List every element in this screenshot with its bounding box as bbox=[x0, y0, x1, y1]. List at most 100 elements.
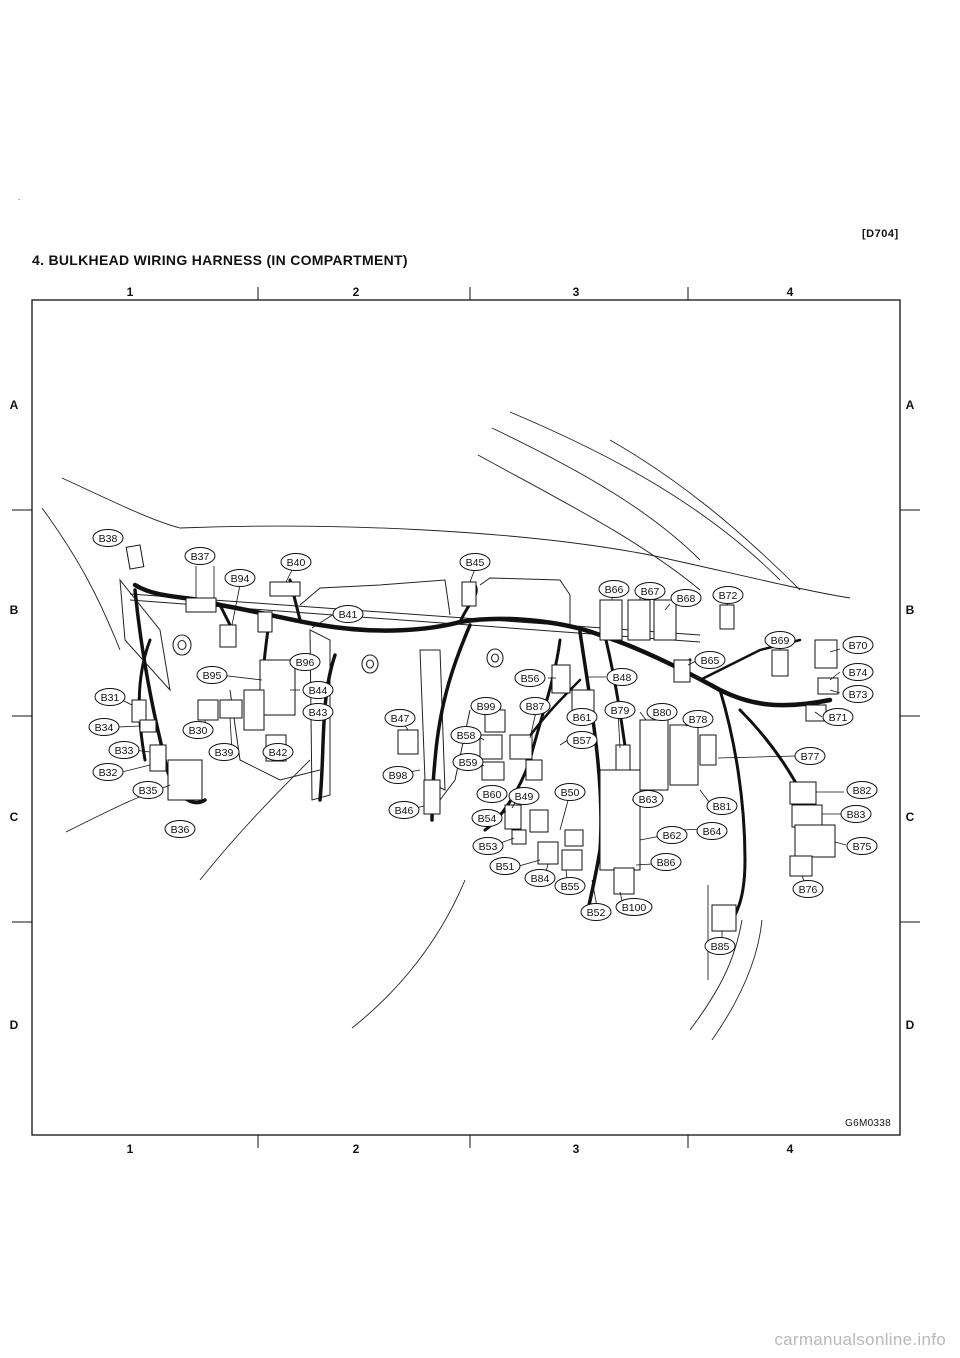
connector-tag-oval bbox=[184, 547, 216, 565]
connector-tag-oval bbox=[476, 785, 508, 803]
connector-tag-oval bbox=[580, 903, 612, 921]
connector-bodies bbox=[125, 544, 839, 932]
connector-tag-oval bbox=[712, 586, 744, 604]
connector-tag-b99: B99 bbox=[470, 697, 502, 715]
connector-tag-label: B57 bbox=[573, 735, 592, 747]
connector-tag-b43: B43 bbox=[302, 703, 334, 721]
grid-col-top-1: 1 bbox=[126, 285, 134, 299]
connector-tag-label: B33 bbox=[115, 745, 134, 757]
connector-tag-label: B35 bbox=[139, 785, 158, 797]
connector-tag-b63: B63 bbox=[632, 790, 664, 808]
connector-tag-label: B79 bbox=[611, 705, 630, 717]
connector-tag-oval bbox=[646, 703, 678, 721]
connector-tag-b46: B46 bbox=[388, 801, 420, 819]
grid-col-bottom-3: 3 bbox=[572, 1142, 580, 1156]
connector-tag-b69: B69 bbox=[764, 631, 796, 649]
connector-tag-b80: B80 bbox=[646, 703, 678, 721]
connector-tag-b73: B73 bbox=[842, 685, 874, 703]
connector-tag-label: B39 bbox=[215, 747, 234, 759]
connector-tag-label: B45 bbox=[466, 557, 485, 569]
grid-col-bottom-4: 4 bbox=[786, 1142, 794, 1156]
connector-tag-label: B81 bbox=[713, 801, 732, 813]
connector-tag-label: B54 bbox=[478, 813, 497, 825]
connector-tag-b54: B54 bbox=[471, 809, 503, 827]
connector-tag-oval bbox=[289, 653, 321, 671]
connector-tag-b96: B96 bbox=[289, 653, 321, 671]
connector-tag-oval bbox=[598, 580, 630, 598]
connector-tag-oval bbox=[554, 877, 586, 895]
connector-tag-label: B56 bbox=[521, 673, 540, 685]
connector-tag-label: B78 bbox=[689, 714, 708, 726]
connector-tag-label: B99 bbox=[477, 701, 496, 713]
grommets bbox=[172, 634, 504, 674]
connector-tag-b34: B34 bbox=[88, 718, 120, 736]
connector-tag-b37: B37 bbox=[184, 547, 216, 565]
connector-tag-oval bbox=[164, 820, 196, 838]
connector-tag-b82: B82 bbox=[846, 781, 878, 799]
connector-tag-label: B80 bbox=[653, 707, 672, 719]
connector-tag-label: B86 bbox=[657, 857, 676, 869]
connector-tag-oval bbox=[196, 666, 228, 684]
connector-tag-label: B32 bbox=[99, 767, 118, 779]
connector-tag-b58: B58 bbox=[450, 726, 482, 744]
connector-tag-oval bbox=[332, 605, 364, 623]
connector-tag-b79: B79 bbox=[604, 701, 636, 719]
grid-row-right-d: D bbox=[905, 1018, 915, 1032]
connector-tag-b35: B35 bbox=[132, 781, 164, 799]
connector-tag-label: B68 bbox=[677, 593, 696, 605]
connector-tag-b81: B81 bbox=[706, 797, 738, 815]
connector-tag-b36: B36 bbox=[164, 820, 196, 838]
connector-tag-b67: B67 bbox=[634, 582, 666, 600]
connector-tag-label: B63 bbox=[639, 794, 658, 806]
connector-tag-b49: B49 bbox=[508, 787, 540, 805]
connector-tag-label: B70 bbox=[849, 640, 868, 652]
figure-code: G6M0338 bbox=[845, 1118, 892, 1129]
connector-tag-oval bbox=[88, 718, 120, 736]
connector-tag-label: B71 bbox=[829, 712, 848, 724]
connector-tag-oval bbox=[489, 857, 521, 875]
connector-tag-b44: B44 bbox=[302, 681, 334, 699]
connector-tag-b62: B62 bbox=[656, 826, 688, 844]
connector-tag-label: B74 bbox=[849, 667, 868, 679]
connector-tag-label: B64 bbox=[703, 826, 722, 838]
connector-tag-oval bbox=[842, 663, 874, 681]
connector-tag-label: B31 bbox=[101, 692, 120, 704]
connector-tag-b57: B57 bbox=[566, 731, 598, 749]
connector-tag-oval bbox=[842, 685, 874, 703]
connector-tag-oval bbox=[792, 880, 824, 898]
figure-frame bbox=[31, 299, 901, 1136]
connector-tag-oval bbox=[382, 766, 414, 784]
connector-tag-label: B73 bbox=[849, 689, 868, 701]
grid-row-left-d: D bbox=[9, 1018, 19, 1032]
connector-tag-label: B85 bbox=[711, 941, 730, 953]
connector-tag-oval bbox=[704, 937, 736, 955]
connector-tag-b94: B94 bbox=[224, 569, 256, 587]
connector-tag-oval bbox=[632, 790, 664, 808]
grid-col-bottom-1: 1 bbox=[126, 1142, 134, 1156]
connector-tag-label: B60 bbox=[483, 789, 502, 801]
connector-tag-label: B59 bbox=[459, 757, 478, 769]
connector-tag-label: B50 bbox=[561, 787, 580, 799]
connector-tag-oval bbox=[472, 837, 504, 855]
connector-tag-label: B87 bbox=[526, 701, 545, 713]
connector-tag-oval bbox=[92, 763, 124, 781]
grid-row-left-a: A bbox=[9, 398, 19, 412]
connector-tag-label: B65 bbox=[701, 655, 720, 667]
connector-tag-label: B47 bbox=[391, 713, 410, 725]
connector-tag-b39: B39 bbox=[208, 743, 240, 761]
connector-tag-label: B42 bbox=[269, 747, 288, 759]
connector-tag-oval bbox=[94, 688, 126, 706]
grid-col-top-2: 2 bbox=[352, 285, 360, 299]
connector-tag-b74: B74 bbox=[842, 663, 874, 681]
connector-tag-oval bbox=[566, 731, 598, 749]
page-title: 4. BULKHEAD WIRING HARNESS (IN COMPARTME… bbox=[32, 252, 408, 268]
connector-tag-label: B37 bbox=[191, 551, 210, 563]
connector-tag-b47: B47 bbox=[384, 709, 416, 727]
connector-tag-b71: B71 bbox=[822, 708, 854, 726]
connector-tag-b78: B78 bbox=[682, 710, 714, 728]
connector-tag-label: B82 bbox=[853, 785, 872, 797]
connector-tag-oval bbox=[302, 681, 334, 699]
connector-tag-label: B94 bbox=[231, 573, 250, 585]
grid-row-right-c: C bbox=[905, 810, 915, 824]
